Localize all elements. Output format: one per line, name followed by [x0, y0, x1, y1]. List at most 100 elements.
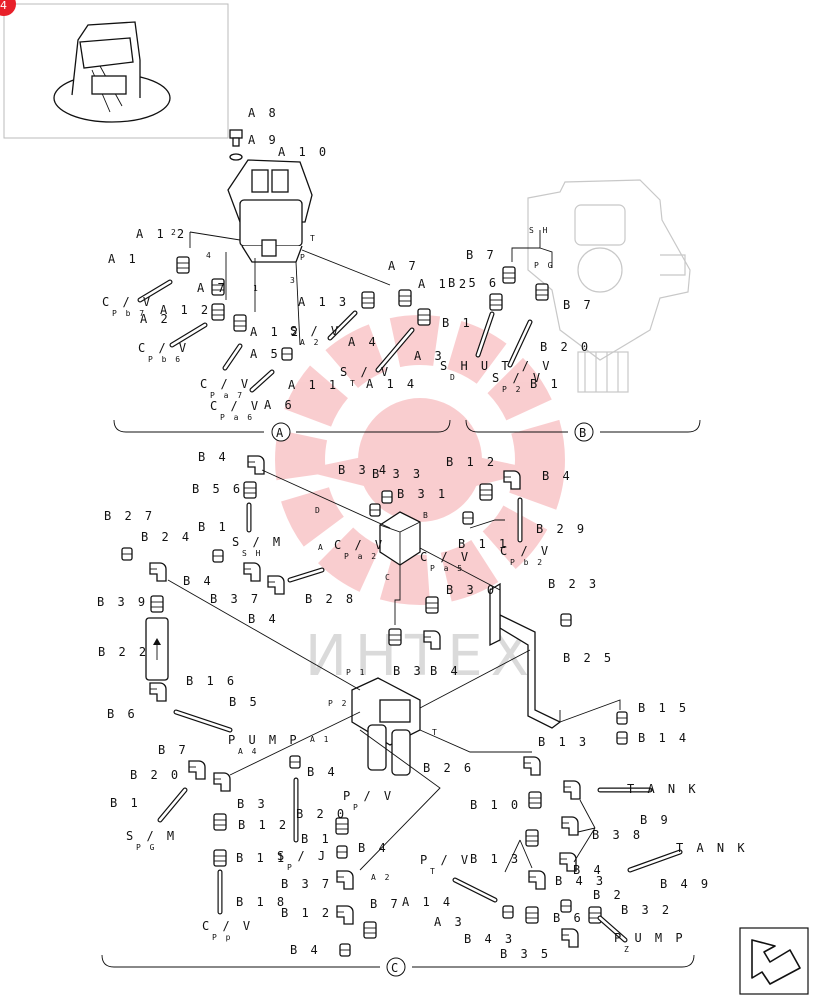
- fitting-b4-c: [212, 549, 224, 563]
- fitting-b11-top: [462, 511, 474, 525]
- callout-b13a: B 1 3: [538, 735, 589, 749]
- port-mark-c: C: [385, 573, 392, 582]
- callout-b24: B 2 4: [141, 530, 192, 544]
- callout-b7c: B 7: [158, 743, 189, 757]
- fitting-a12-center: [233, 314, 247, 332]
- callout-b3a: B 3: [393, 664, 424, 678]
- fitting-b56-mid: [243, 481, 257, 499]
- section-c-leaders: [167, 469, 621, 873]
- fitting-b35: [525, 906, 539, 924]
- washer-a9: [229, 153, 243, 161]
- tee-b12-bottom: [336, 905, 354, 925]
- callout-b1e: B 1: [301, 832, 332, 846]
- callout-a8: A 8: [248, 106, 279, 120]
- port-sublabel-cv_pa2: P a 2: [344, 552, 378, 561]
- port-mark-t2: T: [432, 728, 439, 737]
- port-mark-pg: P G: [534, 261, 554, 270]
- callout-a12c: A 1 2: [250, 325, 301, 339]
- callout-b22: B 2 2: [98, 645, 149, 659]
- callout-a4: A 4: [348, 335, 379, 349]
- elbow-b4-top: [247, 455, 265, 475]
- elbow-b13-right: [523, 756, 541, 776]
- callout-a7b: A 7: [388, 259, 419, 273]
- fitting-a11: [281, 347, 293, 361]
- bolt-b14: [616, 731, 628, 745]
- port-label-tank1: T A N K: [627, 782, 699, 796]
- port-label-shutv_d: S H U T / V: [440, 359, 552, 373]
- port-sublabel-sv_t: T: [350, 379, 357, 388]
- port-label-sv_p2: S / V: [492, 371, 543, 385]
- arrow-next-icon[interactable]: [739, 927, 809, 995]
- callout-a7a: A 7: [197, 281, 228, 295]
- callout-b23: B 2 3: [548, 577, 599, 591]
- port-sublabel-pv_p: P: [353, 803, 360, 812]
- callout-b29: B 2 9: [536, 522, 587, 536]
- bracket-b: [465, 419, 701, 442]
- port-sublabel-cv_pp: P p: [212, 933, 232, 942]
- fitting-b4-f: [289, 755, 301, 769]
- port-mark-a2: A 2: [371, 873, 391, 882]
- fitting-b30: [425, 596, 439, 614]
- callout-b11a: B 1 1: [458, 537, 509, 551]
- callout-a14c: A 1 4: [402, 895, 453, 909]
- callout-a9: A 9: [248, 133, 279, 147]
- port-sublabel-cv_pa7: P a 7: [210, 391, 244, 400]
- callout-b33: B 3 3: [372, 467, 423, 481]
- port-label-sm_pg: S / M: [126, 829, 177, 843]
- port-mark-p2: P 2: [328, 699, 348, 708]
- callout-b35: B 3 5: [500, 947, 551, 961]
- fitting-b12-top: [479, 483, 493, 501]
- callout-b4i: B 4: [290, 943, 321, 957]
- section-label-b: B: [579, 426, 589, 440]
- callout-b20c: B 2 0: [296, 807, 347, 821]
- callout-b32: B 3 2: [621, 903, 672, 917]
- port-label-sv_t: S / V: [340, 365, 391, 379]
- callout-a11: A 1 1: [288, 378, 339, 392]
- callout-b20b: B 2 0: [130, 768, 181, 782]
- plug-b27: [121, 547, 133, 561]
- port-label-sm_sh: S / M: [232, 535, 283, 549]
- fitting-b12-c: [213, 813, 227, 831]
- callout-b4h: B 4: [573, 863, 604, 877]
- hose-b49: [627, 849, 683, 873]
- hose-a6: [249, 369, 275, 393]
- callout-a3c: A 3: [434, 915, 465, 929]
- callout-b16: B 1 6: [186, 674, 237, 688]
- seal-b33: [381, 490, 393, 504]
- port-label-pump_z: P U M P: [614, 931, 686, 945]
- callout-b7b: B 7: [563, 298, 594, 312]
- port-label-cv_pa7: C / V: [200, 377, 251, 391]
- port-sublabel-sj_p: P: [287, 863, 294, 872]
- callout-a14: A 1 4: [366, 377, 417, 391]
- port-sublabel-sv_a2: A 2: [300, 338, 320, 347]
- port-sublabel-cv_pa5: P a 5: [430, 564, 464, 573]
- callout-b4e: B 4: [430, 664, 461, 678]
- svg-text:4: 4: [0, 0, 7, 12]
- callout-a3: A 3: [414, 349, 445, 363]
- bolt-b23: [560, 613, 572, 627]
- hose-b20-c: [157, 787, 188, 823]
- callout-b31: B 3 1: [397, 487, 448, 501]
- port-mark-a1: A 1: [310, 735, 330, 744]
- port-mark-a: A: [318, 543, 325, 552]
- elbow-b4-d: [267, 575, 285, 595]
- section-a-leaders: [189, 231, 391, 346]
- fitting-b43-left: [502, 905, 514, 919]
- port-label-sv_a2: S / V: [290, 324, 341, 338]
- callout-b4a: B 4: [198, 450, 229, 464]
- hose-b32: [597, 915, 628, 943]
- callout-b1a: B 1: [442, 316, 473, 330]
- section-label-c: C: [391, 961, 401, 975]
- port-label-cv_pb7: C / V: [102, 295, 153, 309]
- callout-b1d: B 1: [110, 796, 141, 810]
- callout-a12b: A 1 2: [160, 303, 211, 317]
- port-mark-n2: 2: [171, 228, 178, 237]
- callout-b10: B 1 0: [470, 798, 521, 812]
- fitting-b11-right: [525, 829, 539, 847]
- callout-b7d: B 7: [370, 897, 401, 911]
- tee-b24: [149, 562, 167, 582]
- port-sublabel-cv_pb6: P b 6: [148, 355, 182, 364]
- fitting-a12-top: [176, 256, 190, 274]
- fitting-a13: [361, 291, 375, 309]
- elbow-b6: [149, 682, 167, 702]
